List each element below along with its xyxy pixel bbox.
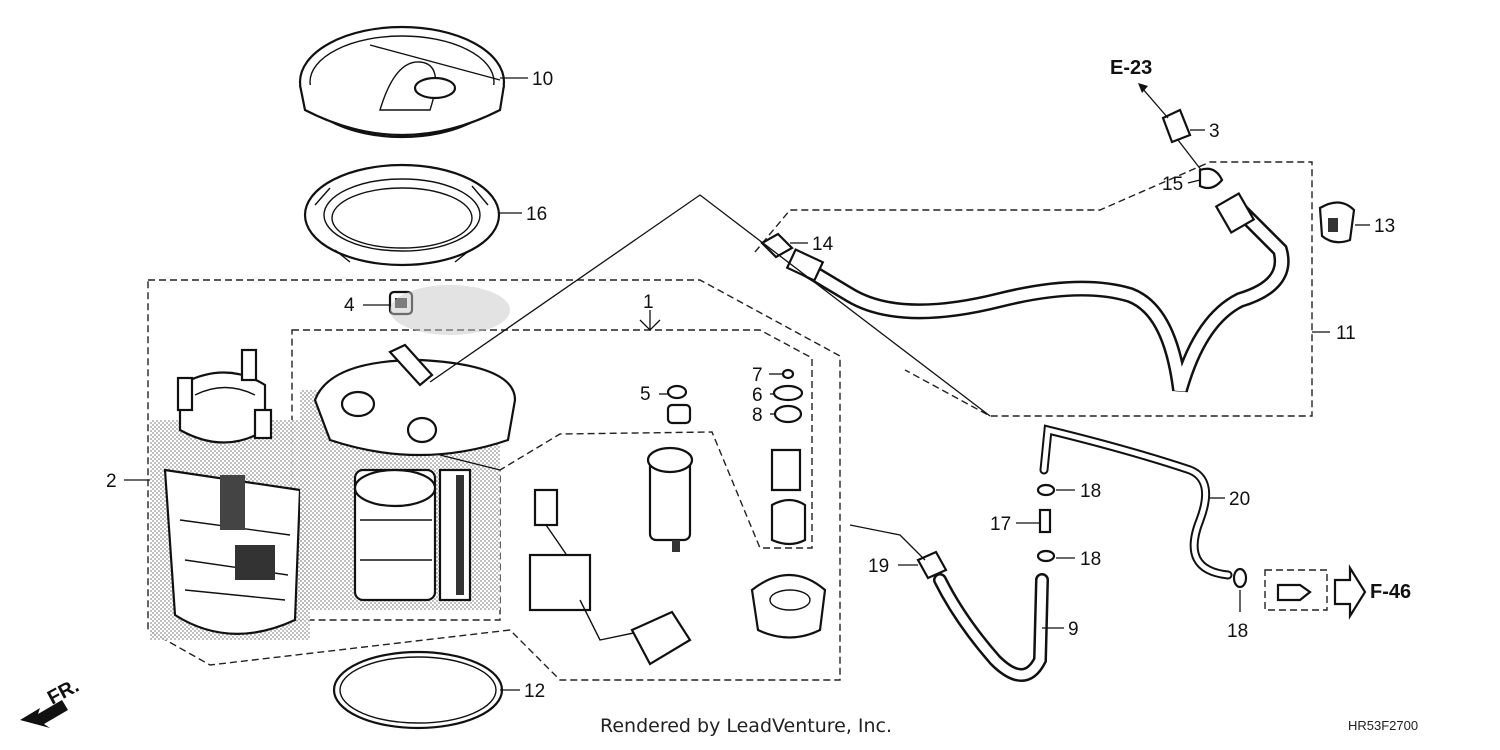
breather-tube [1036,424,1312,602]
callout-20: 20 [1229,489,1250,510]
callout-7: 7 [752,365,763,386]
callout-10: 10 [532,69,553,90]
washer-7 [781,368,795,380]
joint-17 [1038,508,1052,534]
internal-parts [528,446,827,666]
callout-12: 12 [524,681,545,702]
callout-11: 11 [1336,323,1356,344]
assembly-group-outline [147,279,841,681]
clip-19 [916,550,948,580]
clip-15 [1198,167,1224,190]
diagram-code: HR53F2700 [1348,718,1418,733]
callout-18-a: 18 [1080,481,1101,502]
reference-e23: E-23 [1110,57,1152,79]
callout-17: 17 [990,514,1011,535]
oring-8 [773,404,803,424]
f46-arrow [1333,564,1367,620]
clip-3 [1161,108,1192,144]
callout-2: 2 [106,471,117,492]
leader-lines [124,77,1370,691]
level-sender-body [528,553,592,612]
fuel-pump-unit [300,343,517,610]
callout-18-b: 18 [1080,549,1101,570]
callout-18-c: 18 [1227,621,1248,642]
callout-9: 9 [1068,619,1079,640]
pressure-regulator [770,448,802,492]
grommet [388,285,510,335]
front-direction-label: FR. [44,675,83,710]
oring-6 [772,384,804,402]
reference-f46: F-46 [1370,581,1411,603]
callout-13: 13 [1374,216,1395,237]
callout-19: 19 [868,556,889,577]
clamp-18c [1232,567,1248,589]
pump-unit-group-outline [291,329,813,621]
callout-6: 6 [752,385,763,406]
feed-hose [785,192,1290,393]
front-direction-arrow [20,700,68,728]
seals-group [666,368,804,425]
callout-16: 16 [526,204,547,225]
callout-15: 15 [1162,174,1183,195]
fuel-pump-case [150,348,310,640]
callout-3: 3 [1209,121,1220,142]
filter-cap [750,573,827,639]
sleeve-5b [666,403,692,425]
clips [760,108,1356,259]
clamp-18a [1036,483,1056,497]
render-credit: Rendered by LeadVenture, Inc. [600,715,892,737]
lower-hose [916,550,1049,682]
callout-8: 8 [752,405,763,426]
callout-14: 14 [812,234,834,255]
callout-labels: 10 16 4 1 2 5 7 6 8 3 15 14 13 11 12 18 … [106,69,1395,702]
sender-connector [533,488,559,527]
callout-1: 1 [643,292,654,313]
reference-arrows [20,83,1367,728]
clip-14 [760,232,794,259]
oring-12 [332,650,504,730]
fuel-tank-cover [298,25,506,139]
callout-4: 4 [344,295,355,316]
set-ring [303,163,501,267]
seal-5 [666,384,688,400]
callout-5: 5 [640,384,651,405]
clamp-18b [1036,549,1056,563]
float [630,610,692,666]
joint-outline [1264,569,1328,611]
group-outlines [147,161,1328,681]
